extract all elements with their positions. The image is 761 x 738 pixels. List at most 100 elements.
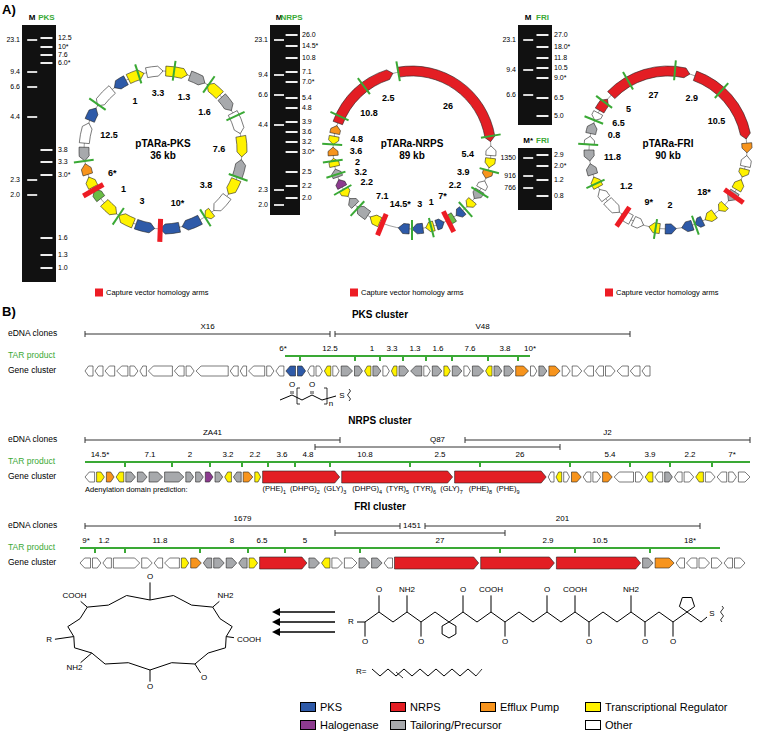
atom-label: COOH — [237, 634, 261, 643]
plasmid-name: pTARa-PKS — [135, 138, 190, 150]
row-label: Gene cluster — [8, 471, 56, 481]
gene-arrow — [586, 123, 597, 135]
gene-arrow — [399, 366, 409, 376]
fragment-size: 14.5* — [91, 451, 110, 460]
lane-label: PKS — [38, 14, 54, 23]
restriction-site — [409, 461, 411, 467]
fragment-size: 5.4 — [462, 150, 475, 160]
size-marker: 10.8 — [302, 54, 316, 62]
atom-label: NH2 — [218, 591, 234, 600]
row-label: eDNA clones — [8, 329, 57, 338]
legend-swatch — [605, 288, 613, 296]
size-marker: 766 — [504, 184, 516, 191]
restriction-site — [284, 547, 286, 553]
cluster-title: PKS cluster — [352, 309, 408, 320]
atom-label: O — [376, 585, 382, 594]
size-marker: 2.3 — [258, 186, 268, 193]
size-marker: 2.0* — [554, 162, 566, 169]
gene-arrow — [191, 558, 202, 568]
size-marker: 14.5* — [302, 42, 318, 49]
clone-name: J2 — [603, 429, 611, 438]
size-marker: 3.0* — [58, 171, 70, 179]
legend-text: Capture vector homology arms — [616, 288, 719, 297]
size-marker: 6.0* — [58, 59, 70, 66]
legend-text: Halogenase — [320, 719, 379, 731]
fragment-size: 7.6 — [213, 145, 226, 155]
gene-arrow — [137, 472, 147, 482]
atom-label: O — [502, 637, 508, 646]
legend-item: NRPS — [390, 701, 441, 713]
domain-label: (GLY) — [324, 484, 343, 493]
legend-item: Capture vector homology arms — [95, 288, 209, 297]
restriction-site — [299, 355, 301, 361]
size-marker: 3.0* — [302, 148, 314, 155]
subscript: 5 — [406, 489, 409, 495]
gene-arrow — [186, 472, 194, 482]
fragment-size: 3.8 — [200, 180, 213, 190]
fragment-size: 1.6 — [198, 107, 211, 117]
plasmid-label: pTARa-PKS36 kb — [133, 136, 192, 164]
legend-text: Efflux Pump — [500, 701, 559, 713]
restriction-site — [203, 76, 214, 92]
fragment-size: 3 — [417, 200, 422, 210]
fragment-size: 27 — [436, 536, 445, 545]
size-marker: 7.1 — [302, 68, 312, 76]
fragment-size: 3 — [140, 196, 145, 206]
atom-label: COOH — [62, 591, 86, 600]
gel-band — [40, 161, 52, 163]
fragment-size: 2.9 — [685, 93, 698, 103]
size-marker: 3.8 — [58, 146, 68, 153]
fragment-size: 1.2 — [98, 536, 109, 545]
gene-arrow — [472, 366, 483, 376]
fragment-size: 1.2 — [620, 182, 633, 192]
restriction-site — [173, 61, 176, 81]
gel-band — [27, 116, 37, 118]
plasmid-label: pTARa-FRI90 kb — [641, 136, 696, 164]
size-marker: 23.1 — [254, 36, 268, 43]
tar-product — [85, 461, 750, 463]
gene-arrow — [309, 558, 320, 568]
size-marker: 27.0 — [554, 31, 568, 39]
restriction-site — [199, 547, 201, 553]
atom-label: R — [46, 636, 52, 645]
fragment-size: 9* — [645, 197, 654, 207]
fragment-size: 8 — [230, 536, 234, 545]
clone-name: V48 — [475, 323, 489, 332]
gel-band — [286, 171, 298, 173]
restriction-site — [329, 461, 331, 467]
legend-swatch — [585, 702, 601, 712]
restriction-site — [124, 461, 126, 467]
gene-arrow — [214, 194, 231, 211]
arrow-head — [272, 628, 280, 636]
size-marker: 11.8 — [554, 54, 567, 61]
legend-swatch — [480, 702, 496, 712]
plasmid-name: pTARa-FRI — [643, 138, 694, 150]
gene-arrow — [699, 558, 710, 568]
gene-arrow — [329, 135, 340, 144]
gene-arrow — [435, 219, 444, 230]
fragment-size: 6.5 — [612, 118, 625, 128]
atom-label: R= — [356, 668, 366, 677]
bond — [589, 622, 590, 637]
gel-band — [286, 34, 298, 36]
restriction-site — [226, 112, 244, 120]
fragment-size: 10.8 — [360, 109, 378, 119]
fragment-size: 3.9 — [644, 451, 655, 460]
atom-label: NH2 — [399, 586, 415, 595]
atom-label: NH2 — [218, 592, 234, 601]
atom-label: NH2 — [66, 663, 82, 672]
gene-arrow — [332, 558, 343, 568]
gel-band — [274, 39, 284, 41]
atom-label: O — [289, 380, 295, 389]
size-marker: 1.6 — [58, 234, 68, 242]
gene-arrow — [452, 366, 462, 376]
fragment-size: 1 — [370, 344, 374, 353]
fragment-size: 3.3 — [152, 89, 165, 99]
legend-text: PKS — [320, 701, 342, 713]
gel-band — [27, 194, 37, 196]
fragment-size: 1.3 — [409, 344, 420, 353]
gene-arrow — [586, 164, 597, 176]
gene-arrow — [481, 557, 555, 569]
size-marker: 3.0* — [302, 148, 314, 156]
gel-image — [518, 148, 552, 210]
